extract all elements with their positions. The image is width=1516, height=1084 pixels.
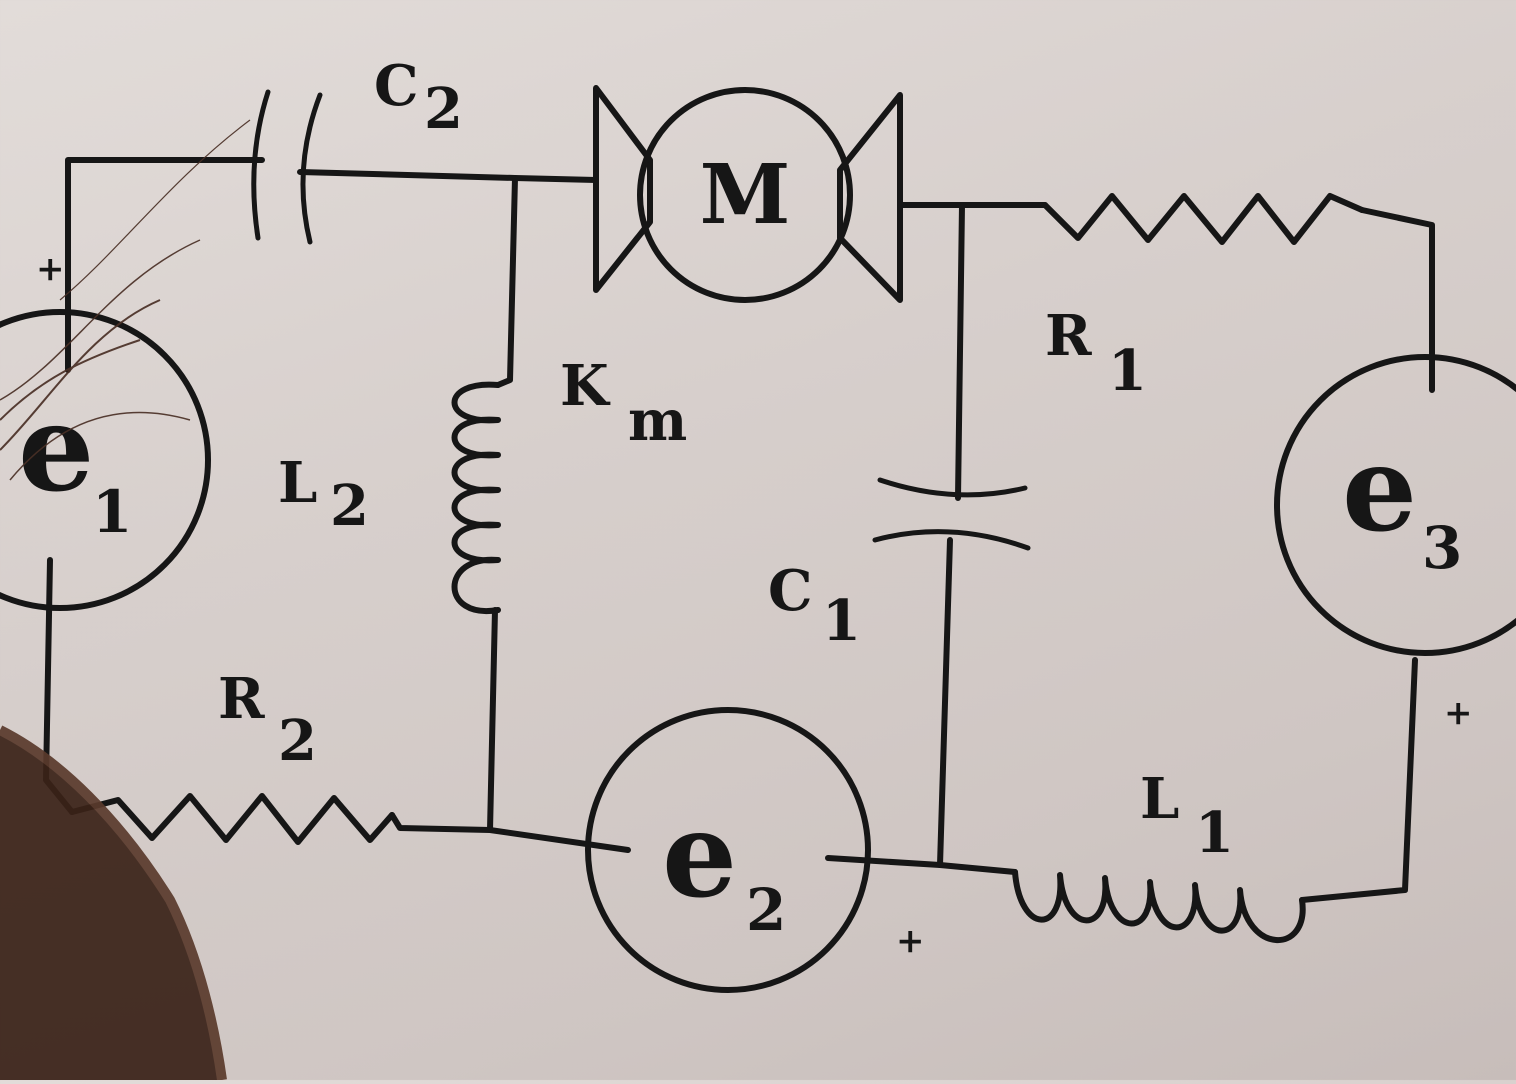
label-c2: C 2	[374, 53, 463, 142]
source-e1-letter: e	[18, 378, 94, 519]
hair-edge	[0, 725, 227, 1081]
motor-circle	[637, 87, 853, 303]
capacitor-c2	[251, 89, 323, 245]
label-l1: L 1	[1140, 766, 1234, 866]
label-r1-subscript: 1	[1108, 338, 1147, 404]
resistor-r1	[1042, 193, 1365, 245]
inductor-l2	[451, 381, 501, 615]
source-e2: e 2 +	[585, 707, 925, 993]
wire-node-a-to-l2	[495, 175, 518, 388]
label-km: K m	[560, 353, 687, 454]
wire-l1-to-e3	[1299, 657, 1418, 903]
hair-strand-2	[0, 299, 161, 451]
hair-overlay	[0, 119, 251, 1081]
label-km-letter: K	[560, 353, 611, 419]
source-e1-polarity: +	[36, 249, 65, 289]
label-km-subscript: m	[628, 388, 687, 454]
resistor-r2	[69, 793, 395, 845]
source-e3-polarity: +	[1444, 693, 1473, 733]
wire-e1-to-c2	[65, 157, 265, 373]
wire-node-b-to-c1	[955, 202, 965, 501]
label-l2-letter: L	[278, 450, 317, 516]
wire-c1-to-bottom	[937, 537, 953, 868]
source-e3-subscript: 3	[1422, 514, 1462, 582]
source-e3-circle	[1274, 354, 1516, 656]
hair-strand-4	[0, 239, 201, 401]
wire-l2-to-bottom	[487, 607, 498, 833]
wire-r2-to-e2	[389, 812, 631, 853]
motor-label: M	[700, 147, 791, 243]
wire-e2-to-l1	[825, 855, 1018, 875]
motor-left-flange	[593, 85, 653, 293]
label-c1: C 1	[768, 558, 861, 654]
hair-mass	[0, 730, 222, 1080]
label-c2-letter: C	[374, 53, 419, 119]
source-e3: e 3 +	[1274, 354, 1516, 733]
label-c2-subscript: 2	[424, 76, 463, 142]
source-e1-subscript: 1	[92, 478, 132, 546]
source-e1: e 1 +	[0, 249, 211, 611]
source-e3-letter: e	[1342, 419, 1417, 558]
source-e2-polarity: +	[896, 921, 925, 961]
hair-strand-5	[59, 119, 251, 301]
label-r2-letter: R	[218, 666, 265, 732]
label-c1-subscript: 1	[822, 588, 861, 654]
label-r2-subscript: 2	[278, 708, 317, 774]
label-c1-letter: C	[768, 558, 813, 624]
capacitor-c1	[872, 477, 1031, 551]
wire-c2-to-motor	[297, 169, 599, 183]
source-e1-circle	[0, 309, 211, 611]
label-l2: L 2	[278, 450, 369, 539]
label-l1-subscript: 1	[1195, 800, 1234, 866]
source-e2-letter: e	[662, 785, 737, 924]
source-e2-subscript: 2	[746, 876, 786, 944]
hair-strand-3	[9, 411, 191, 481]
motor-m: M	[593, 85, 903, 303]
label-l1-letter: L	[1140, 766, 1179, 832]
label-r2: R 2	[218, 666, 317, 774]
source-e2-circle	[585, 707, 871, 993]
hair-strand-1	[0, 339, 141, 421]
label-l2-subscript: 2	[330, 473, 369, 539]
inductor-l1	[1012, 869, 1306, 943]
wire-r1-to-e3	[1359, 207, 1435, 393]
label-r1: R 1	[1045, 303, 1147, 404]
label-r1-letter: R	[1045, 303, 1092, 369]
